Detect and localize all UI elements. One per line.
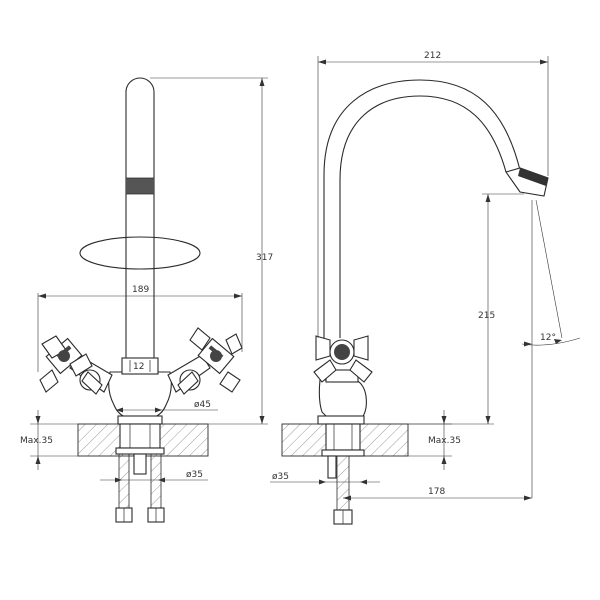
svg-text:12: 12: [133, 362, 144, 372]
left-hose-front: [115, 453, 133, 523]
dim-spread: 189: [37, 285, 243, 372]
dim-swivel-angle: 12°: [521, 199, 581, 498]
valve-body-side: [318, 379, 367, 421]
right-cross-handle: [189, 327, 243, 393]
front-view: 12: [20, 77, 273, 523]
label-spout-reach: 178: [428, 487, 445, 497]
label-height-total: 317: [256, 253, 273, 263]
label-hole-diameter-left: ø35: [186, 470, 203, 480]
label-width-total: 212: [424, 51, 441, 61]
label-max-thickness-right: Max.35: [428, 436, 461, 446]
label-hole-diameter-right: ø35: [272, 472, 289, 482]
valve-body-front: [108, 371, 172, 421]
label-max-thickness-left: Max.35: [20, 436, 53, 446]
side-cross-handle: [313, 335, 373, 383]
dim-max-thickness-right: Max.35: [406, 410, 461, 470]
dim-width-total: 212: [317, 51, 549, 338]
label-spread: 189: [132, 285, 149, 295]
dim-base-diameter: ø45: [116, 400, 218, 413]
label-swivel-angle: 12°: [540, 333, 556, 343]
dim-spout-height: 215: [408, 193, 524, 425]
hose-side: [336, 455, 350, 513]
dim-spout-reach: 178: [343, 487, 532, 501]
spout-band-front: [126, 178, 154, 194]
dim-hole-diameter-left: ø35: [100, 470, 208, 483]
side-view: 212 215 12° Max.35: [270, 51, 581, 525]
aerator-disc: [79, 236, 201, 270]
left-cross-handle: [39, 335, 93, 393]
right-hose-front: [147, 453, 165, 523]
label-spout-height: 215: [478, 311, 495, 321]
dim-hole-diameter-right: ø35: [270, 472, 380, 485]
dim-max-thickness-left: Max.35: [20, 410, 80, 470]
spout-tube-front: [125, 77, 155, 358]
gooseneck-spout: [323, 79, 549, 338]
dim-height-total: 317: [150, 77, 273, 425]
label-base-diameter: ø45: [194, 400, 211, 410]
